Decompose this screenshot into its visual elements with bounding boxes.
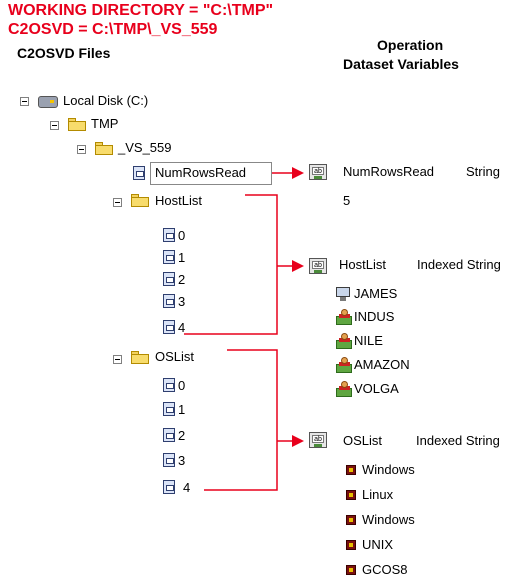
tree-item-oslist-file[interactable]: 3	[178, 453, 186, 468]
dataset-value-os: Linux	[362, 487, 394, 502]
selected-highlight	[150, 162, 272, 185]
dataset-type-numrowsread: String	[466, 164, 500, 179]
string-variable-icon: ab	[309, 432, 327, 448]
tree-item-hostlist-file[interactable]: 3	[178, 294, 186, 309]
hard-disk-icon	[38, 96, 58, 108]
tree-item-tmp[interactable]: TMP	[91, 116, 119, 131]
tree-item-oslist-file[interactable]: 1	[178, 402, 186, 417]
file-icon	[163, 228, 175, 242]
file-icon	[163, 453, 175, 467]
file-icon	[163, 402, 175, 416]
dataset-value-host: JAMES	[354, 286, 398, 301]
datasets-column-title-line1: Operation	[377, 37, 444, 53]
computer-icon	[336, 287, 352, 302]
expand-toggle-vs[interactable]	[77, 145, 86, 154]
file-icon	[163, 320, 175, 334]
expand-toggle-local-disk[interactable]	[20, 97, 29, 106]
dataset-value-os: UNIX	[362, 537, 394, 552]
file-icon	[163, 272, 175, 286]
bullet-icon	[346, 515, 356, 525]
bullet-icon	[346, 490, 356, 500]
dataset-value-os: Windows	[362, 512, 415, 527]
dataset-value-os: GCOS8	[362, 562, 408, 577]
expand-toggle-tmp[interactable]	[50, 121, 59, 130]
dataset-name-hostlist: HostList	[339, 257, 386, 272]
file-icon	[163, 428, 175, 442]
folder-icon	[131, 194, 149, 207]
dataset-value-host: NILE	[354, 333, 383, 348]
file-icon	[133, 166, 145, 180]
dataset-value-host: INDUS	[354, 309, 395, 324]
tree-item-oslist-file[interactable]: 2	[178, 428, 186, 443]
tree-item-oslist-file[interactable]: 0	[178, 378, 186, 393]
files-column-title: C2OSVD Files	[17, 45, 111, 61]
string-variable-icon: ab	[309, 258, 327, 274]
user-host-icon	[336, 309, 354, 325]
dataset-name-oslist: OSList	[343, 433, 383, 448]
user-host-icon	[336, 357, 354, 373]
tree-item-hostlist-file[interactable]: 2	[178, 272, 186, 287]
folder-icon	[95, 142, 113, 155]
tree-item-hostlist[interactable]: HostList	[155, 193, 202, 208]
c2osvd-heading: C2OSVD = C:\TMP\_VS_559	[8, 21, 218, 38]
dataset-type-hostlist: Indexed String	[417, 257, 501, 272]
file-icon	[163, 480, 175, 494]
folder-icon	[131, 351, 149, 364]
user-host-icon	[336, 381, 354, 397]
tree-item-oslist[interactable]: OSList	[155, 349, 195, 364]
tree-item-oslist-file[interactable]: 4	[183, 480, 191, 495]
tree-item-hostlist-file[interactable]: 4	[178, 320, 186, 335]
dataset-value-host: VOLGA	[354, 381, 399, 396]
bullet-icon	[346, 540, 356, 550]
user-host-icon	[336, 333, 354, 349]
expand-toggle-oslist[interactable]	[113, 355, 122, 364]
tree-item-vs-559[interactable]: _VS_559	[118, 140, 172, 155]
file-icon	[163, 378, 175, 392]
dataset-value-numrowsread: 5	[343, 193, 351, 208]
file-icon	[163, 294, 175, 308]
tree-item-hostlist-file[interactable]: 0	[178, 228, 186, 243]
bullet-icon	[346, 465, 356, 475]
dataset-name-numrowsread: NumRowsRead	[343, 164, 435, 179]
dataset-value-os: Windows	[362, 462, 415, 477]
string-variable-icon: ab	[309, 164, 327, 180]
tree-item-numrowsread[interactable]: NumRowsRead	[155, 165, 247, 180]
datasets-column-title-line2: Dataset Variables	[343, 56, 459, 72]
dataset-value-host: AMAZON	[354, 357, 410, 372]
working-directory-heading: WORKING DIRECTORY = "C:\TMP"	[8, 2, 274, 19]
dataset-type-oslist: Indexed String	[416, 433, 500, 448]
file-icon	[163, 250, 175, 264]
tree-item-hostlist-file[interactable]: 1	[178, 250, 186, 265]
tree-item-local-disk[interactable]: Local Disk (C:)	[63, 93, 149, 108]
bullet-icon	[346, 565, 356, 575]
folder-icon	[68, 118, 86, 131]
expand-toggle-hostlist[interactable]	[113, 198, 122, 207]
